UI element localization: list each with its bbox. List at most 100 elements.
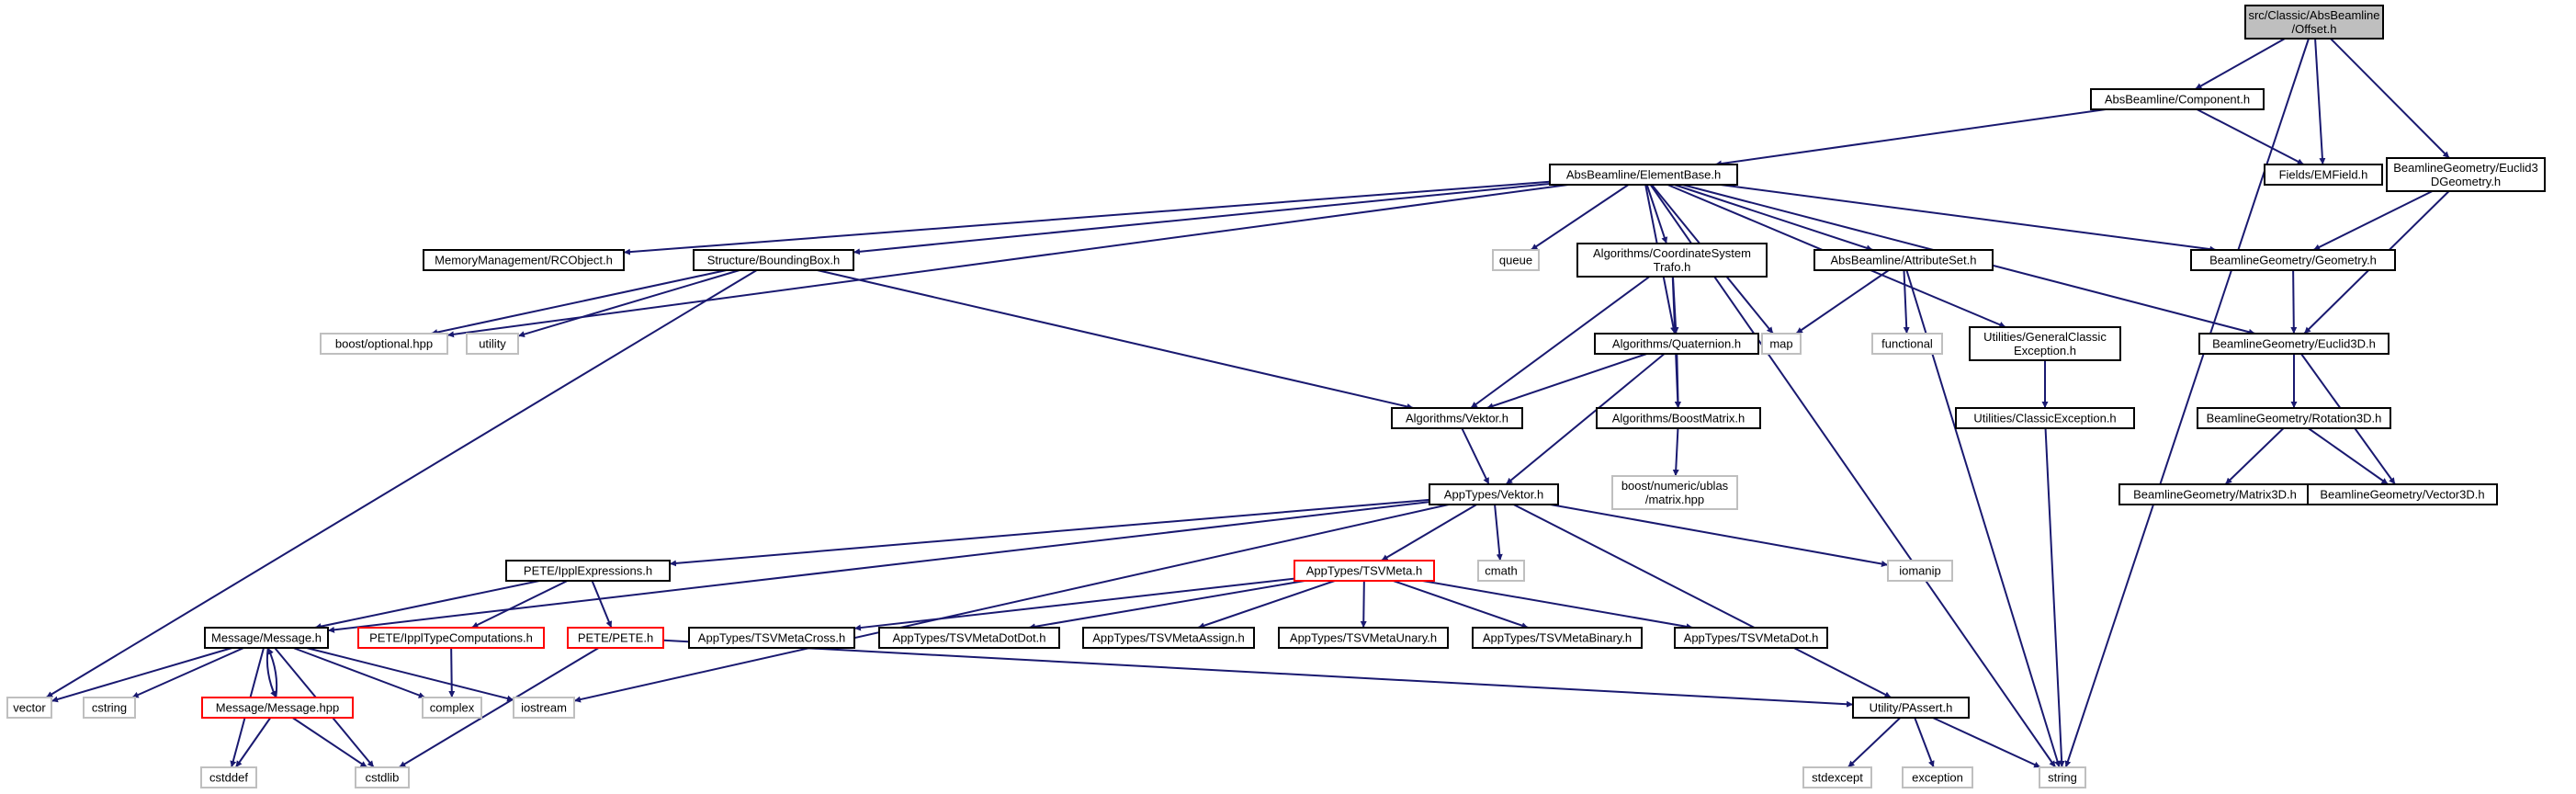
node-emfield[interactable]: Fields/EMField.h (2264, 164, 2383, 186)
node-functional: functional (1871, 333, 1943, 355)
node-label: AbsBeamline/Component.h (2105, 93, 2250, 107)
node-messageh[interactable]: Message/Message.h (204, 627, 329, 649)
edge-messageh-to-complex (292, 647, 426, 698)
node-boostoptional: boost/optional.hpp (320, 333, 448, 355)
node-iostream: iostream (513, 697, 575, 719)
node-component[interactable]: AbsBeamline/Component.h (2090, 88, 2265, 110)
node-algvektor[interactable]: Algorithms/Vektor.h (1391, 407, 1523, 429)
node-geometry[interactable]: BeamlineGeometry/Geometry.h (2190, 249, 2396, 271)
node-box (2090, 88, 2265, 110)
edge-ipplexpr-to-ippltypecomp (471, 580, 568, 629)
edge-component-to-emfield (2196, 108, 2305, 165)
node-peteh[interactable]: PETE/PETE.h (567, 627, 664, 649)
node-label: AppTypes/TSVMeta.h (1306, 564, 1422, 578)
edge-tsvmeta-to-tsvcross (853, 577, 1295, 631)
node-box (1596, 407, 1761, 429)
node-label: AppTypes/TSVMetaDot.h (1684, 631, 1819, 645)
node-label: Message/Message.hpp (216, 701, 339, 715)
node-euclid3d[interactable]: BeamlineGeometry/Euclid3D.h (2198, 333, 2390, 355)
node-boundingbox[interactable]: Structure/BoundingBox.h (693, 249, 854, 271)
edge-classicexc-to-string (2044, 427, 2065, 768)
node-quaternion[interactable]: Algorithms/Quaternion.h (1594, 333, 1759, 355)
node-matrix3d[interactable]: BeamlineGeometry/Matrix3D.h (2118, 483, 2311, 505)
node-label: /Offset.h (2292, 22, 2337, 36)
node-box (688, 627, 855, 649)
node-box (1594, 333, 1759, 355)
node-box (1082, 627, 1255, 649)
node-appvektor[interactable]: AppTypes/Vektor.h (1429, 483, 1559, 505)
node-messagehpp[interactable]: Message/Message.hpp (201, 697, 354, 719)
edge-layer (45, 38, 2450, 768)
edge-boostmatrix-to-ublasmatrix (1672, 427, 1679, 477)
node-label: AppTypes/TSVMetaDotDot.h (893, 631, 1046, 645)
node-exception: exception (1902, 766, 1973, 788)
edge-messagehpp-to-messageh (266, 647, 278, 698)
edge-euclid3dgeom-to-geometry (2312, 190, 2434, 251)
node-label: boost/numeric/ublas (1621, 479, 1729, 493)
node-label: Algorithms/BoostMatrix.h (1612, 412, 1746, 425)
node-box (693, 249, 854, 271)
node-passert[interactable]: Utility/PAssert.h (1852, 697, 1970, 719)
edge-elementbase-to-attributeset (1674, 184, 1873, 252)
node-complex: complex (422, 697, 482, 719)
node-tsvdotdot[interactable]: AppTypes/TSVMetaDotDot.h (878, 627, 1060, 649)
node-cstddef: cstddef (200, 766, 257, 788)
node-cmath: cmath (1477, 560, 1525, 582)
node-box (6, 697, 52, 719)
node-box (1887, 560, 1953, 582)
edge-coordtrafo-to-algvektor (1470, 276, 1651, 409)
edge-passert-to-stdexcept (1847, 717, 1902, 768)
node-box (466, 333, 519, 355)
node-offset[interactable]: src/Classic/AbsBeamline/Offset.h (2244, 5, 2384, 40)
node-box (1294, 560, 1435, 582)
edge-appvektor-to-cmath (1494, 504, 1503, 561)
node-label: BeamlineGeometry/Rotation3D.h (2207, 412, 2382, 425)
node-elementbase[interactable]: AbsBeamline/ElementBase.h (1549, 164, 1738, 186)
node-rotation3d[interactable]: BeamlineGeometry/Rotation3D.h (2197, 407, 2391, 429)
node-classicexc[interactable]: Utilities/ClassicException.h (1955, 407, 2135, 429)
node-label: PETE/PETE.h (578, 631, 653, 645)
edge-elementbase-to-geometry (1720, 184, 2217, 253)
node-rcobject[interactable]: MemoryManagement/RCObject.h (423, 249, 625, 271)
node-tsvunary[interactable]: AppTypes/TSVMetaUnary.h (1278, 627, 1449, 649)
node-label: BeamlineGeometry/Vector3D.h (2320, 488, 2484, 502)
node-ippltypecomp[interactable]: PETE/IpplTypeComputations.h (357, 627, 545, 649)
node-tsvcross[interactable]: AppTypes/TSVMetaCross.h (688, 627, 855, 649)
node-box (1611, 475, 1738, 510)
edge-rotation3d-to-matrix3d (2224, 427, 2285, 485)
node-tsvdot[interactable]: AppTypes/TSVMetaDot.h (1674, 627, 1828, 649)
node-label: Trafo.h (1654, 260, 1691, 274)
node-label: Utilities/GeneralClassic (1983, 330, 2107, 344)
node-attributeset[interactable]: AbsBeamline/AttributeSet.h (1813, 249, 1994, 271)
node-box (320, 333, 448, 355)
node-tsvmeta[interactable]: AppTypes/TSVMeta.h (1294, 560, 1435, 582)
node-box (2264, 164, 2383, 186)
node-label: AppTypes/TSVMetaCross.h (698, 631, 845, 645)
edge-appvektor-to-iostream (573, 504, 1450, 703)
node-box (1871, 333, 1943, 355)
node-label: AppTypes/TSVMetaAssign.h (1092, 631, 1244, 645)
node-box (355, 766, 410, 788)
node-label: Exception.h (2014, 344, 2076, 357)
edge-quaternion-to-algvektor (1486, 353, 1647, 410)
node-label: Algorithms/Vektor.h (1406, 412, 1508, 425)
node-box (2198, 333, 2390, 355)
node-label: BeamlineGeometry/Geometry.h (2209, 254, 2377, 267)
node-ipplexpr[interactable]: PETE/IpplExpressions.h (505, 560, 671, 582)
node-tsvbinary[interactable]: AppTypes/TSVMetaBinary.h (1472, 627, 1643, 649)
node-boostmatrix[interactable]: Algorithms/BoostMatrix.h (1596, 407, 1761, 429)
node-box (878, 627, 1060, 649)
node-label: boost/optional.hpp (335, 337, 433, 351)
edge-offset-to-component (2195, 38, 2286, 90)
node-vector3d[interactable]: BeamlineGeometry/Vector3D.h (2307, 483, 2498, 505)
node-label: exception (1912, 771, 1963, 785)
edge-boundingbox-to-vector (45, 269, 758, 698)
edge-offset-to-string (2064, 38, 2310, 768)
node-box (204, 627, 329, 649)
edge-rotation3d-to-vector3d (2308, 427, 2389, 485)
node-tsvassign[interactable]: AppTypes/TSVMetaAssign.h (1082, 627, 1255, 649)
